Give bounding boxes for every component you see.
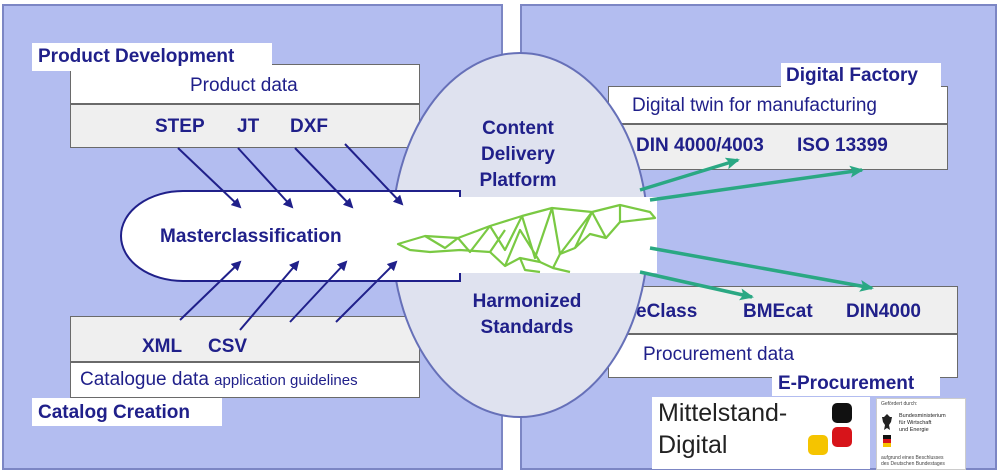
format-dxf: DXF [290, 116, 328, 137]
ministry-name-1: Bundesministerium [899, 413, 946, 419]
harmonized-text-1: Harmonized [472, 291, 582, 312]
catalogue-data-box [70, 362, 420, 398]
logo-square-black [832, 403, 852, 423]
standard-bmecat: BMEcat [743, 301, 813, 322]
standard-eclass: eClass [636, 301, 698, 322]
catalogue-data-main: Catalogue data [80, 369, 209, 390]
product-format-arrows [177, 143, 404, 209]
standard-iso-13399: ISO 13399 [797, 135, 888, 156]
procurement-data-box [608, 334, 958, 378]
output-arrows [639, 157, 874, 301]
eprocurement-standards-box [608, 286, 958, 334]
format-step: STEP [155, 116, 205, 137]
digital-factory-heading: Digital Factory [786, 65, 918, 86]
digital-twin-box [608, 86, 948, 124]
ministry-flag [883, 435, 891, 447]
ministry-name-3: und Energie [899, 427, 929, 433]
ministry-top: Gefördert durch: [881, 401, 918, 407]
format-xml: XML [142, 336, 183, 357]
ministry-name-2: für Wirtschaft [899, 420, 932, 426]
ministry-bottom-1: aufgrund eines Beschlusses [881, 455, 944, 461]
ministry-logo: Gefördert durch: Bundesministerium für W… [876, 398, 966, 470]
federal-eagle-icon [881, 413, 893, 433]
platform-band [395, 197, 657, 273]
catalog-creation-heading: Catalog Creation [38, 402, 191, 423]
digital-factory-tag [781, 63, 941, 89]
product-data-title: Product data [190, 75, 298, 96]
catalog-format-arrows [179, 260, 398, 331]
catalogue-data-title: Catalogue data application guidelines [80, 369, 358, 391]
logo-square-red [832, 427, 852, 447]
digital-twin-title: Digital twin for manufacturing [632, 95, 877, 116]
masterclassification-shape [120, 190, 461, 282]
e-procurement-heading: E-Procurement [778, 373, 915, 394]
standard-din4000: DIN4000 [846, 301, 921, 322]
mittelstand-digital-logo: Mittelstand- Digital [652, 397, 870, 469]
standard-din-4000-4003: DIN 4000/4003 [636, 135, 764, 156]
harmonized-text-2: Standards [480, 317, 574, 338]
e-procurement-tag [772, 372, 940, 396]
platform-text-1: Content [482, 118, 554, 139]
product-formats-box [70, 104, 420, 148]
platform-text-3: Platform [479, 170, 557, 191]
digital-factory-standards-box [608, 124, 948, 170]
product-development-tag [32, 43, 272, 71]
mittelstand-line-1: Mittelstand- [658, 399, 788, 427]
ministry-bottom-2: des Deutschen Bundestages [881, 461, 945, 467]
product-development-heading: Product Development [38, 46, 235, 67]
masterclassification-label: Masterclassification [160, 226, 342, 247]
logo-square-yellow [808, 435, 828, 455]
catalogue-data-suffix: application guidelines [214, 372, 358, 389]
format-jt: JT [237, 116, 260, 137]
procurement-data-title: Procurement data [643, 344, 795, 365]
mittelstand-line-2: Digital [658, 431, 728, 459]
catalog-creation-tag [32, 398, 222, 426]
crocodile-wireframe [396, 203, 657, 274]
format-csv: CSV [208, 336, 248, 357]
platform-text-2: Delivery [481, 144, 555, 165]
